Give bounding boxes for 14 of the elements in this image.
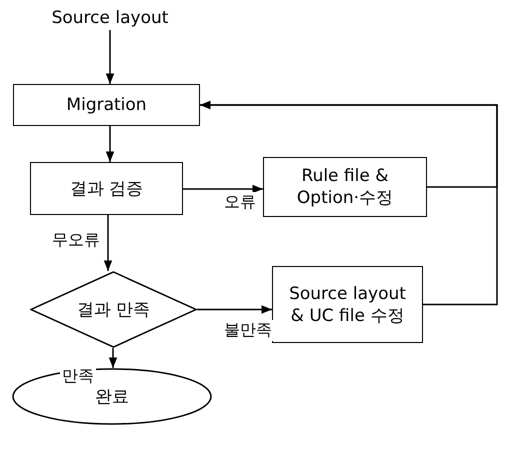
source-label: Source layout <box>30 6 190 30</box>
arrow <box>200 100 498 306</box>
decision-diamond: 결과 만족 <box>30 271 197 348</box>
arrow <box>183 184 263 194</box>
process-box: 결과 검증 <box>30 162 183 215</box>
process-box: Rule file & Option·수정 <box>263 157 427 217</box>
arrow <box>104 215 112 271</box>
process-box: Source layout & UC file 수정 <box>272 266 423 343</box>
process-box: Migration <box>13 84 200 126</box>
edge-label: 불만족 <box>222 320 274 341</box>
arrow <box>106 126 114 162</box>
arrow <box>197 305 272 314</box>
arrow <box>106 30 114 84</box>
arrow <box>108 348 118 368</box>
